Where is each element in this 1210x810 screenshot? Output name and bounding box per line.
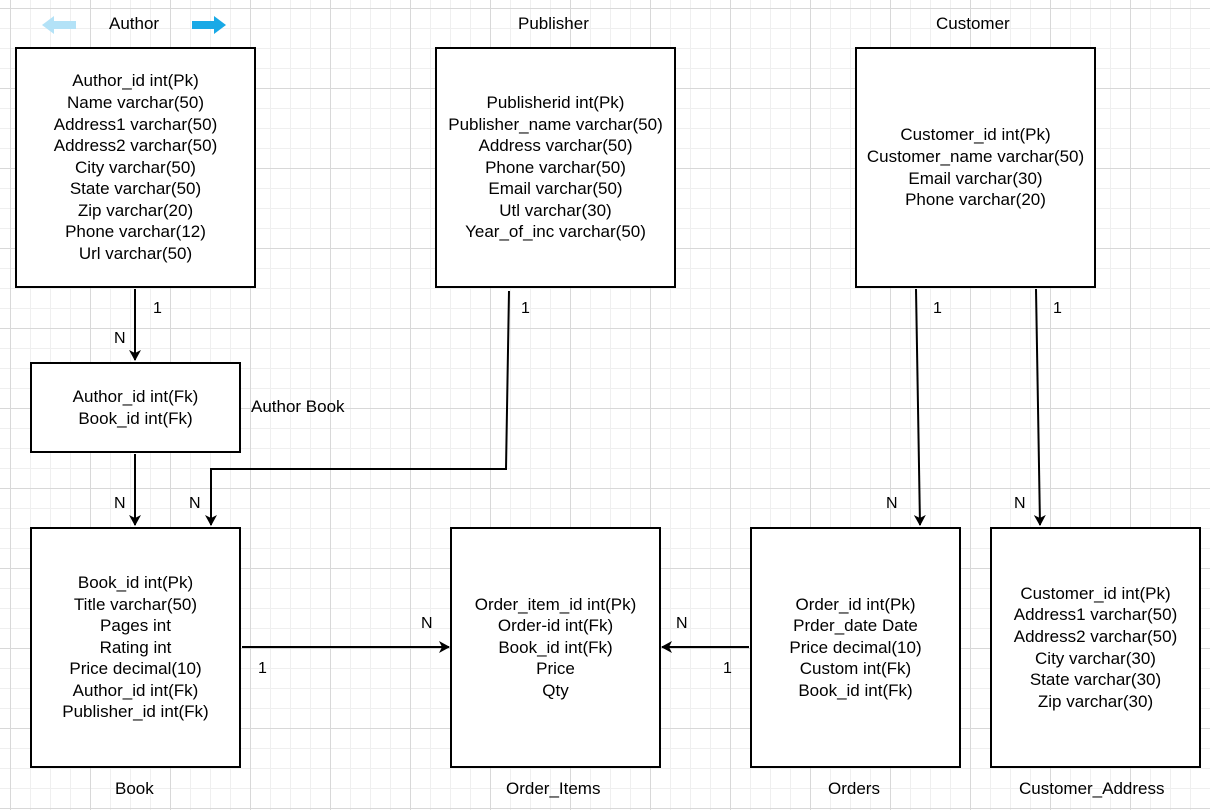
attribute-row: Customer_id int(Pk) <box>900 125 1051 145</box>
order-items-title: Order_Items <box>506 779 601 798</box>
cardinality-label: N <box>1014 495 1026 512</box>
orders-title: Orders <box>828 779 880 798</box>
cardinality-label: 1 <box>723 660 732 677</box>
attribute-row: Address2 varchar(50) <box>1013 626 1178 646</box>
attribute-row: Phone varchar(12) <box>65 222 206 242</box>
attribute-row: Utl varchar(30) <box>499 200 612 220</box>
entity-customer-address[interactable]: Customer_id int(Pk)Address1 varchar(50)A… <box>990 527 1201 768</box>
entity-order-items[interactable]: Order_item_id int(Pk)Order-id int(Fk)Boo… <box>450 527 661 768</box>
attribute-row: Zip varchar(30) <box>1037 691 1154 711</box>
cardinality-label: N <box>886 495 898 512</box>
edge-publisher-book <box>205 290 510 526</box>
attribute-row: Book_id int(Pk) <box>77 572 194 592</box>
customer-title: Customer <box>936 14 1010 33</box>
cardinality-label: 1 <box>521 300 530 317</box>
attribute-row: Publisherid int(Pk) <box>486 92 625 112</box>
entity-author[interactable]: Author_id int(Pk)Name varchar(50)Address… <box>15 47 256 288</box>
attribute-row: State varchar(50) <box>69 179 202 199</box>
attribute-row: Book_id int(Fk) <box>798 680 913 700</box>
attribute-row: Customer_name varchar(50) <box>866 146 1085 166</box>
attribute-row: Author_id int(Pk) <box>72 71 199 91</box>
entity-author-book[interactable]: Author_id int(Fk)Book_id int(Fk) <box>30 362 241 453</box>
cardinality-label: 1 <box>258 660 267 677</box>
entity-customer[interactable]: Customer_id int(Pk)Customer_name varchar… <box>855 47 1096 288</box>
attribute-row: Address varchar(50) <box>478 136 633 156</box>
attribute-row: Publisher_id int(Fk) <box>62 702 209 722</box>
attribute-row: Price decimal(10) <box>789 637 922 657</box>
attribute-row: State varchar(30) <box>1029 670 1162 690</box>
attribute-row: Order_item_id int(Pk) <box>474 594 637 614</box>
entity-publisher[interactable]: Publisherid int(Pk)Publisher_name varcha… <box>435 47 676 288</box>
attribute-row: Author_id int(Fk) <box>72 680 199 700</box>
book-title: Book <box>115 779 154 798</box>
attribute-row: Book_id int(Fk) <box>498 637 613 657</box>
attribute-row: Address1 varchar(50) <box>1013 605 1178 625</box>
attribute-row: Publisher_name varchar(50) <box>448 114 663 134</box>
attribute-row: Phone varchar(50) <box>485 157 626 177</box>
attribute-row: Title varchar(50) <box>73 594 198 614</box>
cardinality-label: N <box>189 495 201 512</box>
attribute-row: Price <box>536 659 575 679</box>
attribute-row: Order_id int(Pk) <box>795 594 916 614</box>
author-title: Author <box>109 14 160 33</box>
attribute-row: Order-id int(Fk) <box>497 616 614 636</box>
attribute-row: Qty <box>542 680 569 700</box>
attribute-row: Email varchar(50) <box>488 179 623 199</box>
cardinality-label: 1 <box>933 300 942 317</box>
attribute-row: Zip varchar(20) <box>77 200 194 220</box>
attribute-row: Author_id int(Fk) <box>72 386 199 406</box>
attribute-row: Name varchar(50) <box>67 92 204 112</box>
publisher-title: Publisher <box>518 14 589 33</box>
attribute-row: Address1 varchar(50) <box>53 114 218 134</box>
cardinality-label: 1 <box>1053 300 1062 317</box>
attribute-row: Rating int <box>99 637 172 657</box>
cardinality-label: N <box>421 615 433 632</box>
arrow-left-icon[interactable] <box>40 14 78 36</box>
attribute-row: City varchar(50) <box>75 157 196 177</box>
attribute-row: Customer_id int(Pk) <box>1020 583 1171 603</box>
customer-address-title: Customer_Address <box>1019 779 1165 798</box>
cardinality-label: N <box>676 615 688 632</box>
attribute-row: Url varchar(50) <box>78 244 193 264</box>
edge-customer-orders <box>913 288 926 526</box>
attribute-row: Email varchar(30) <box>908 168 1043 188</box>
attribute-row: Custom int(Fk) <box>799 659 912 679</box>
attribute-row: Book_id int(Fk) <box>78 408 193 428</box>
edge-customer-address <box>1033 288 1046 526</box>
author-book-title: Author Book <box>251 397 345 416</box>
attribute-row: Address2 varchar(50) <box>53 136 218 156</box>
attribute-row: Phone varchar(20) <box>905 190 1046 210</box>
attribute-row: Price decimal(10) <box>69 659 202 679</box>
attribute-row: Year_of_inc varchar(50) <box>465 222 646 242</box>
cardinality-label: N <box>114 495 126 512</box>
attribute-row: City varchar(30) <box>1035 648 1156 668</box>
entity-book[interactable]: Book_id int(Pk)Title varchar(50)Pages in… <box>30 527 241 768</box>
attribute-row: Prder_date Date <box>793 616 918 636</box>
arrow-right-icon[interactable] <box>190 14 228 36</box>
attribute-row: Pages int <box>100 616 171 636</box>
cardinality-label: 1 <box>153 300 162 317</box>
cardinality-label: N <box>114 330 126 347</box>
